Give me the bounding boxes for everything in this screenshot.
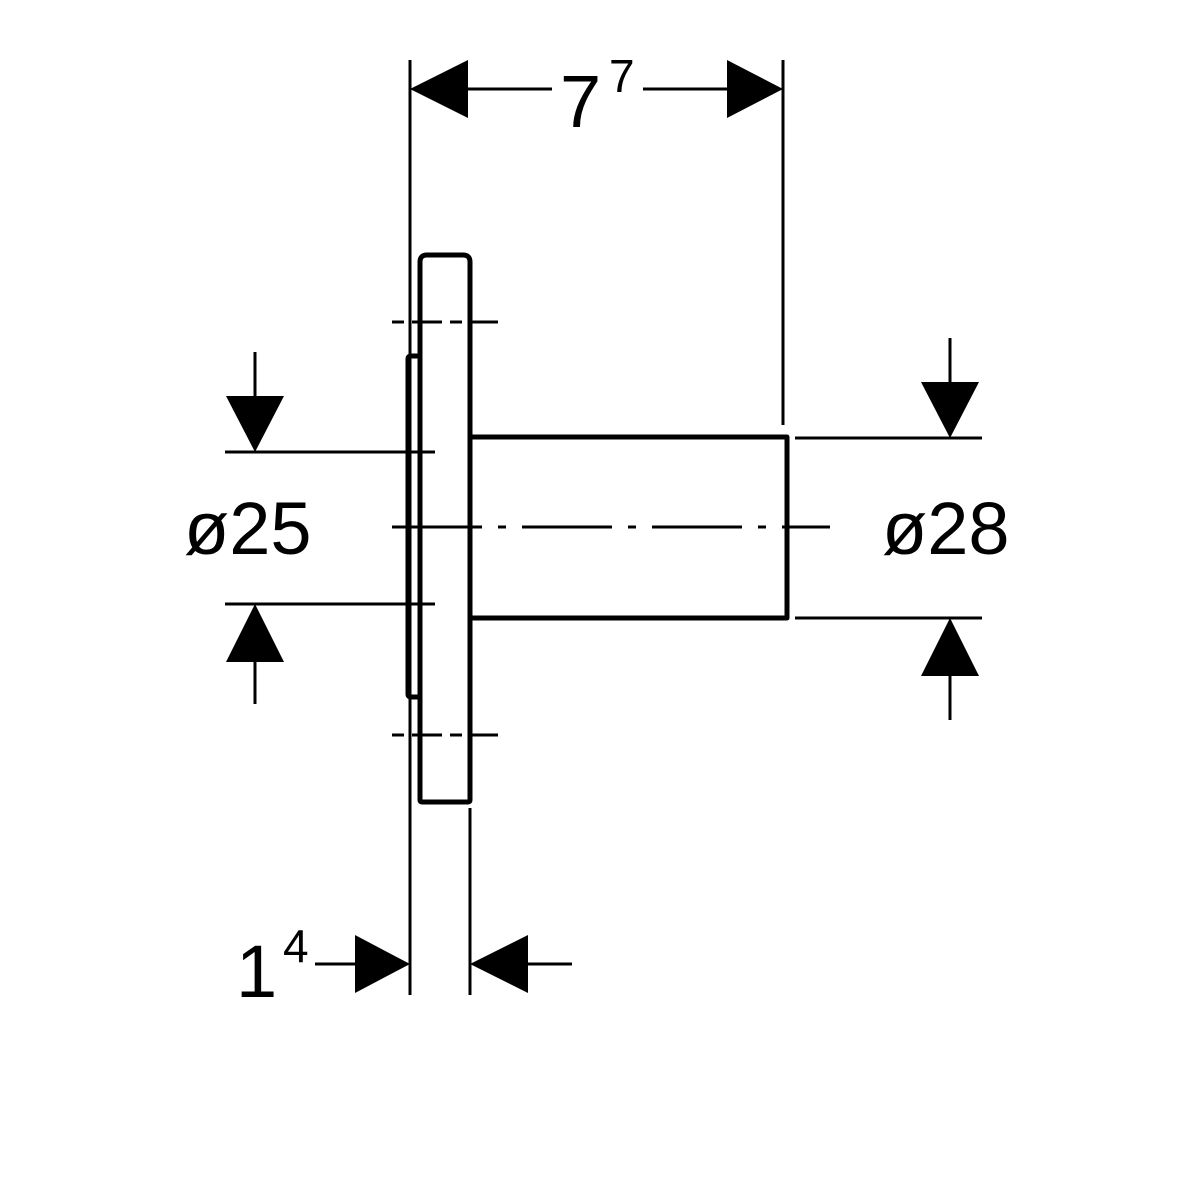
dim-bottom-width-sup: 4: [283, 920, 309, 972]
arrow-d25-top: [226, 396, 284, 452]
arrow-bottom-right: [470, 935, 528, 993]
dim-left-diameter: ø25: [184, 487, 312, 570]
arrow-d25-bottom: [226, 604, 284, 662]
arrow-top-right: [727, 60, 783, 118]
arrow-bottom-left: [355, 935, 410, 993]
arrow-d28-bottom: [921, 618, 979, 676]
dim-top-width-base: 7: [560, 60, 601, 143]
arrow-top-left: [410, 60, 468, 118]
arrow-d28-top: [921, 382, 979, 438]
dimension-lines: [253, 87, 952, 966]
arrowheads: [226, 60, 979, 993]
dim-bottom-width-base: 1: [236, 930, 277, 1013]
dim-right-diameter: ø28: [882, 487, 1010, 570]
center-lines: [392, 320, 830, 737]
flange-plate: [417, 252, 473, 805]
dim-top-width-sup: 7: [609, 50, 635, 102]
